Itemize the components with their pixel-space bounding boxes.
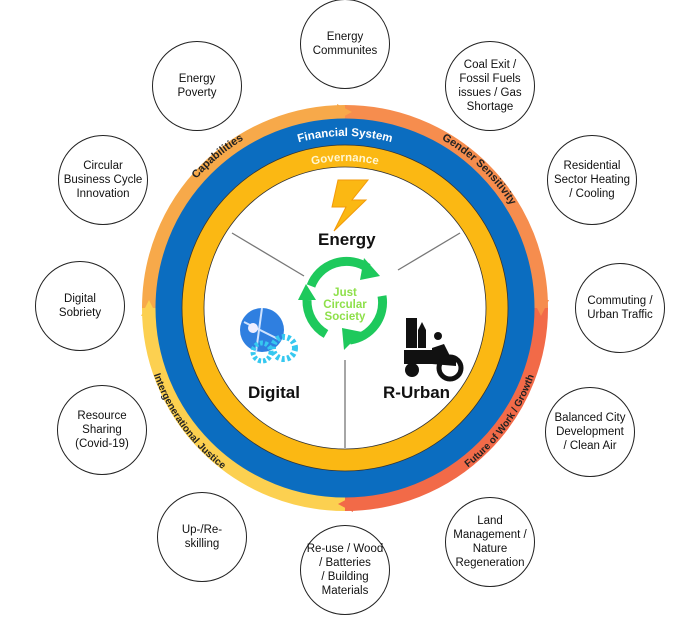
satellite-energy-communities: Energy Communites [300,0,390,89]
city-tractor-icon [404,318,464,382]
financial-system-label: Financial System [296,127,393,145]
financial-ring [155,118,535,498]
sector-digital-label: Digital [248,383,300,402]
satellite-resource-sharing: Resource Sharing (Covid-19) [57,385,147,475]
satellite-reuse: Re-use / Wood / Batteries / Building Mat… [300,525,390,615]
chevron-bottom [338,496,353,512]
recycle-arrows-icon [302,256,388,345]
center-line-2: Circular [323,299,367,311]
governance-ring [182,145,508,471]
satellite-coal-exit: Coal Exit / Fossil Fuels issues / Gas Sh… [445,41,535,131]
future-segment [344,307,548,511]
chevron-left [141,300,157,316]
sector-energy-label: Energy [318,230,376,249]
intergenerational-segment [142,307,346,511]
center-line-3: Society [324,311,366,323]
chevron-top [337,104,352,120]
center-line-1: Just [333,287,357,299]
center-label: Just Circular Society [305,287,385,323]
sector-rurban-label: R-Urban [383,383,451,402]
sector-dividers [231,232,461,448]
chevron-right [533,300,549,316]
globe-gears-icon [240,307,298,364]
outer-ring [142,105,548,511]
satellite-balanced-city: Balanced City Development / Clean Air [545,387,635,477]
satellite-energy-poverty: Energy Poverty [152,41,242,131]
satellite-commuting: Commuting / Urban Traffic [575,263,665,353]
satellite-circular-business: Circular Business Cycle Innovation [58,135,148,225]
gender-segment [344,105,548,309]
lightning-icon [331,179,370,232]
satellite-residential-heating: Residential Sector Heating / Cooling [547,135,637,225]
capabilities-segment [142,105,346,309]
satellite-reskilling: Up-/Re- skilling [157,492,247,582]
satellite-land-management: Land Management / Nature Regeneration [445,497,535,587]
satellite-digital-sobriety: Digital Sobriety [35,261,125,351]
